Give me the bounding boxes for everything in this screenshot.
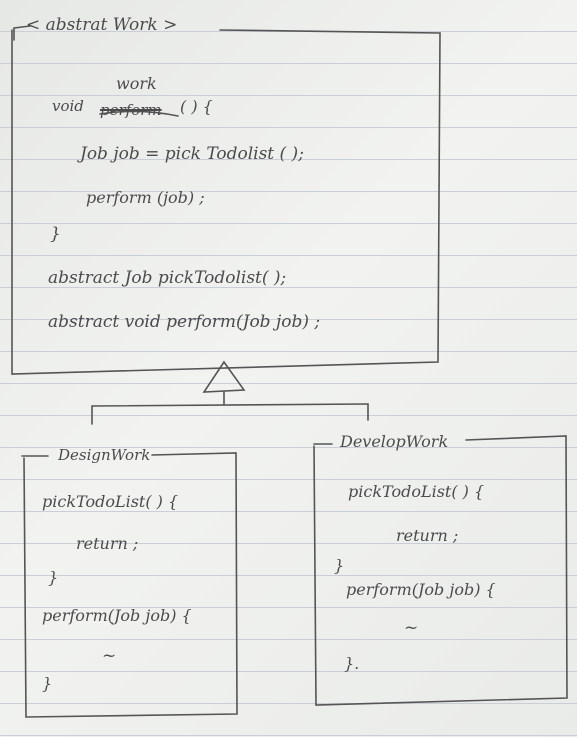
develop-box-border <box>313 435 568 706</box>
design-line-6: } <box>42 674 53 693</box>
develop-line-5: ~ <box>404 618 419 638</box>
method-return-type: void <box>52 97 84 115</box>
develop-line-2: return ; <box>396 526 459 545</box>
inserted-word: work <box>116 74 157 93</box>
abstract-method-2: abstract void perform(Job job) ; <box>48 312 321 332</box>
design-line-5: ~ <box>102 646 117 666</box>
inheritance-triangle <box>202 360 246 393</box>
inheritance-bar <box>91 403 369 407</box>
develop-line-4: perform(Job job) { <box>346 580 496 599</box>
develop-line-1: pickTodoList( ) { <box>348 482 485 501</box>
abstract-class-header: < abstrat Work > <box>26 15 178 35</box>
develop-line-6: }. <box>344 654 360 673</box>
design-class-name: DesignWork <box>58 446 151 464</box>
abstract-method-1: abstract Job pickTodolist( ); <box>48 268 287 288</box>
body-line-1: Job job = pick Todolist ( ); <box>80 144 304 164</box>
method-signature-rest: ( ) { <box>180 97 213 116</box>
method-close-brace: } <box>50 224 61 244</box>
design-line-3: } <box>48 568 59 587</box>
design-line-1: pickTodoList( ) { <box>42 492 179 511</box>
design-box-border <box>21 452 238 718</box>
design-line-4: perform(Job job) { <box>42 606 192 625</box>
develop-class-name: DevelopWork <box>340 432 449 451</box>
struck-method-name: perform <box>100 101 162 119</box>
strike-scribble <box>99 110 179 117</box>
abstract-box-border <box>11 25 441 375</box>
body-line-2: perform (job) ; <box>86 188 205 207</box>
design-line-2: return ; <box>76 534 139 553</box>
develop-line-3: } <box>334 556 345 575</box>
